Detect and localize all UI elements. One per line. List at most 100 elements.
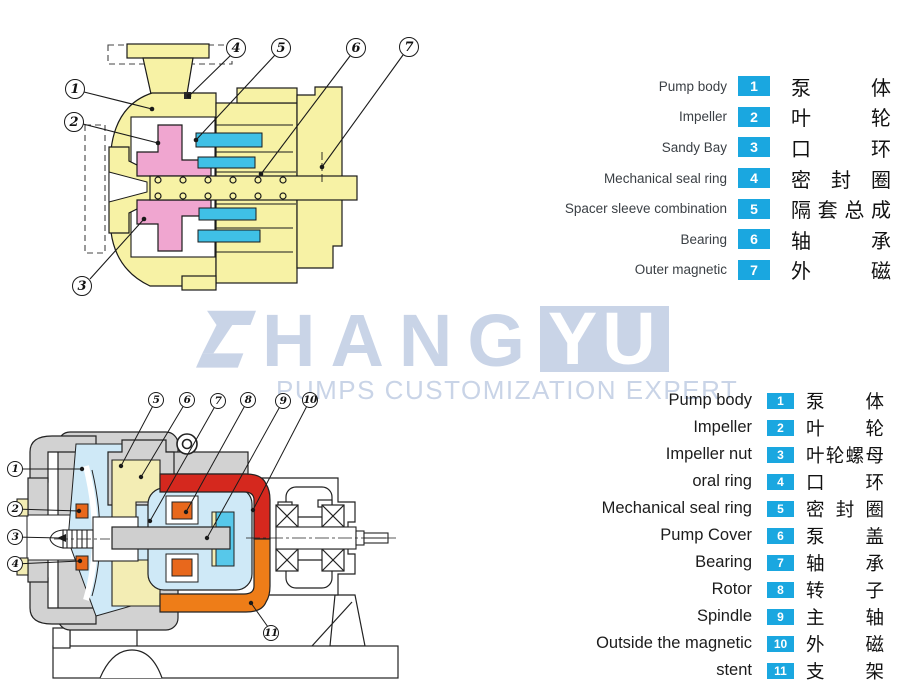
legend-row: Sandy Bay 3 口环 [552, 132, 891, 163]
callout-4: 4 [7, 556, 23, 572]
legend-row: Pump body 1 泵体 [558, 387, 884, 414]
discharge-flange [126, 43, 210, 59]
brand-text: HANG [262, 299, 540, 382]
legend-row: Rotor 8 转子 [558, 576, 884, 603]
legend-number-badge: 2 [767, 419, 794, 436]
legend-label-en: Pump body [658, 78, 727, 94]
legend-label-zh: 泵体 [791, 77, 891, 100]
brand-text-boxed: YU [539, 302, 669, 376]
parts-legend-top: Pump body 1 泵体 Impeller 2 叶轮 Sandy Bay 3… [552, 71, 891, 285]
legend-row: Mechanical seal ring 5 密封圈 [558, 495, 884, 522]
legend-label-zh: 叶轮 [806, 417, 884, 439]
brand-line: HANG YU [196, 299, 738, 382]
legend-label-en: Pump body [668, 391, 752, 409]
legend-label-zh: 口环 [791, 138, 891, 161]
callout-4: 4 [226, 38, 246, 58]
leader-arrow [57, 534, 66, 542]
legend-number-badge: 11 [767, 662, 794, 679]
legend-label-en: Mechanical seal ring [603, 170, 727, 186]
legend-label-zh: 泵盖 [806, 525, 884, 547]
legend-label-en: Spacer sleeve combination [564, 201, 727, 217]
inner-magnets [171, 501, 193, 577]
shaft-band [149, 175, 358, 291]
legend-number-badge: 6 [738, 229, 770, 250]
legend-number-badge: 5 [767, 500, 794, 517]
legend-row: stent 11 支架 [558, 657, 884, 684]
leader-dots-top [141, 93, 325, 222]
legend-number-badge: 3 [767, 446, 794, 463]
legend-number-badge: 8 [767, 581, 794, 598]
legend-row: Pump body 1 泵体 [552, 71, 891, 102]
callout-5: 5 [271, 38, 291, 58]
legend-row: oral ring 4 口环 [558, 468, 884, 495]
legend-row: Impeller nut 3 叶轮螺母 [558, 441, 884, 468]
legend-label-zh: 叶轮 [791, 108, 891, 131]
legend-number-badge: 3 [738, 137, 770, 158]
brace-line [311, 601, 353, 647]
legend-label-zh: 隔套总成 [791, 200, 891, 223]
legend-label-en: oral ring [692, 472, 752, 490]
legend-number-badge: 1 [738, 76, 770, 97]
legend-label-zh: 轴承 [791, 230, 891, 253]
rotor-spindle [111, 526, 231, 550]
legend-label-en: Bearing [695, 553, 752, 571]
legend-label-zh: 叶轮螺母 [806, 444, 884, 466]
leader-dots-bottom [57, 463, 256, 606]
callout-11: 11 [263, 625, 279, 641]
legend-row: Impeller 2 叶轮 [558, 414, 884, 441]
legend-label-en: Bearing [680, 231, 727, 247]
legend-row: Outer magnetic 7 外磁 [552, 255, 891, 286]
legend-label-en: Outside the magnetic [596, 634, 752, 652]
legend-label-en: Impeller nut [665, 445, 752, 463]
callout-8: 8 [240, 392, 256, 408]
pump-diagram-top [82, 43, 404, 291]
legend-number-badge: 6 [767, 527, 794, 544]
legend-label-en: Outer magnetic [634, 262, 727, 278]
callout-6: 6 [346, 38, 366, 58]
outer-magnet-bottom [159, 538, 271, 613]
callout-3: 3 [72, 276, 92, 296]
outer-magnet-top [159, 473, 271, 540]
legend-label-zh: 轴承 [806, 552, 884, 574]
legend-label-zh: 外磁 [791, 261, 891, 284]
callout-1: 1 [7, 461, 23, 477]
legend-number-badge: 10 [767, 635, 794, 652]
brand-tagline: PUMPS CUSTOMIZATION EXPERT [276, 375, 739, 405]
brand-watermark: HANG YU PUMPS CUSTOMIZATION EXPERT [196, 299, 739, 406]
callout-2: 2 [7, 501, 23, 517]
lifting-eyebolt [176, 433, 198, 455]
legend-label-en: stent [716, 661, 752, 679]
pump-diagram-bottom [14, 399, 399, 679]
ball-bearings [275, 504, 345, 572]
callout-2: 2 [64, 112, 84, 132]
legend-number-badge: 7 [767, 554, 794, 571]
legend-label-zh: 密封圈 [791, 169, 891, 192]
callout-7: 7 [210, 393, 226, 409]
legend-row: Spacer sleeve combination 5 隔套总成 [552, 193, 891, 224]
legend-label-en: Sandy Bay [661, 139, 727, 155]
legend-number-badge: 1 [767, 392, 794, 409]
suction-bore [108, 171, 148, 203]
legend-label-en: Spindle [696, 607, 752, 625]
magnet-rings [195, 132, 263, 243]
legend-row: Bearing 6 轴承 [552, 224, 891, 255]
legend-label-zh: 主轴 [806, 606, 884, 628]
legend-row: Impeller 2 叶轮 [552, 102, 891, 133]
callout-3: 3 [7, 529, 23, 545]
callout-7: 7 [399, 37, 419, 57]
legend-label-zh: 支架 [806, 660, 884, 682]
legend-row: Bearing 7 轴承 [558, 549, 884, 576]
legend-number-badge: 4 [738, 168, 770, 189]
base-arch [99, 649, 163, 679]
legend-label-en: Mechanical seal ring [601, 499, 752, 517]
callout-9: 9 [275, 393, 291, 409]
legend-label-en: Impeller [693, 418, 752, 436]
legend-label-zh: 泵体 [806, 390, 884, 412]
legend-label-en: Rotor [711, 580, 752, 598]
legend-number-badge: 5 [738, 198, 770, 219]
legend-number-badge: 9 [767, 608, 794, 625]
callout-1: 1 [65, 79, 85, 99]
legend-label-zh: 口环 [806, 471, 884, 493]
discharge-neck [142, 57, 194, 95]
